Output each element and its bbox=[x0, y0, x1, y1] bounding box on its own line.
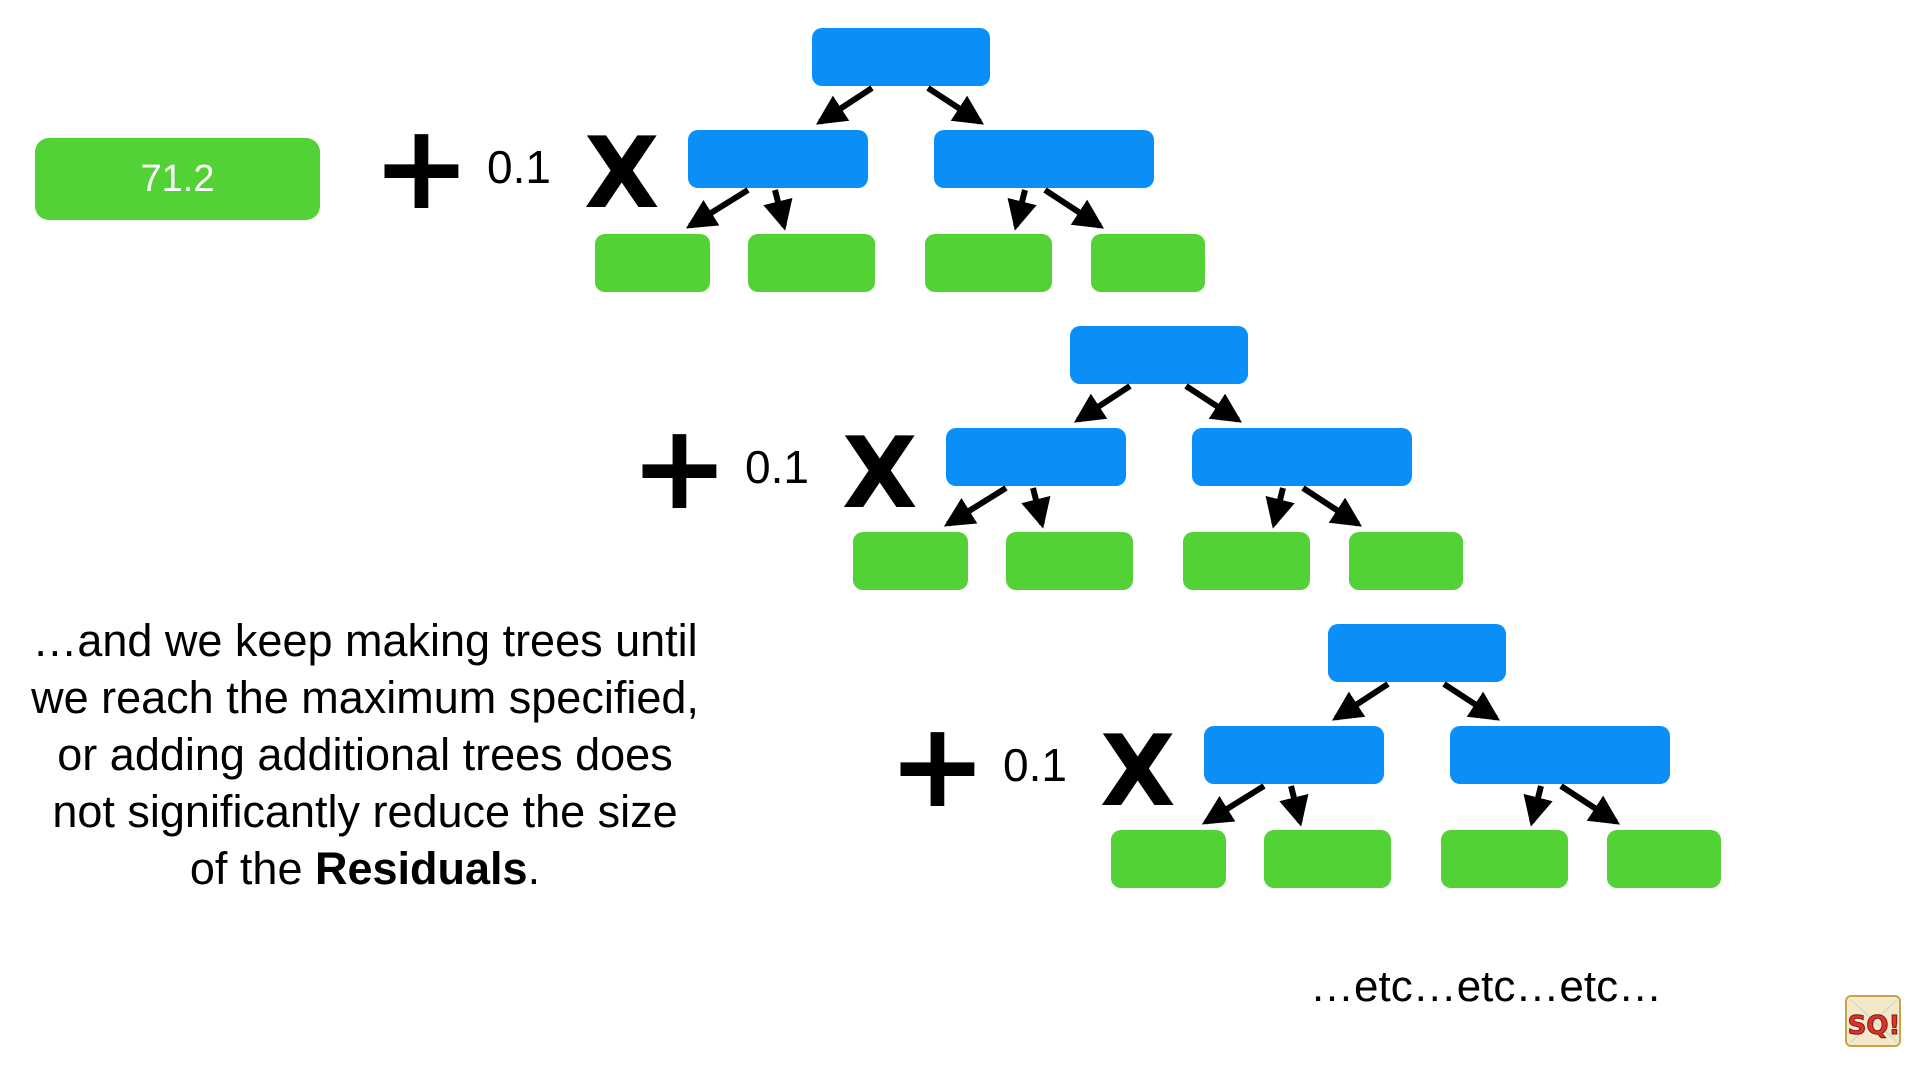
plus-sign-3: + bbox=[888, 696, 987, 834]
tree-2-leaf-3 bbox=[1183, 532, 1310, 590]
tree-3-leaf-2 bbox=[1264, 830, 1391, 888]
initial-prediction-box: 71.2 bbox=[35, 138, 320, 220]
tree-1-internal-node-2 bbox=[934, 130, 1154, 188]
multiply-sign-1: X bbox=[584, 117, 660, 231]
tree-1-arrow-root-left bbox=[815, 85, 874, 125]
caption-text: …and we keep making trees until we reach… bbox=[30, 612, 700, 897]
tree-2-root-node bbox=[1070, 326, 1248, 384]
tree-3-leaf-1 bbox=[1111, 830, 1226, 888]
tree-3-leaf-3 bbox=[1441, 830, 1568, 888]
learning-rate-3: 0.1 bbox=[1003, 739, 1067, 791]
tree-2-internal-node-2 bbox=[1192, 428, 1412, 486]
tree-2-internal-node-1 bbox=[946, 428, 1126, 486]
tree-3-arrow-root-right bbox=[1442, 681, 1501, 721]
tree-1-leaf-1 bbox=[595, 234, 710, 292]
statquest-logo-icon: SQ! bbox=[1845, 995, 1901, 1047]
plus-sign-2: + bbox=[630, 398, 729, 536]
caption-period: . bbox=[527, 843, 541, 894]
tree-2-leaf-4 bbox=[1349, 532, 1463, 590]
tree-3-root-node bbox=[1328, 624, 1506, 682]
learning-rate-1: 0.1 bbox=[487, 141, 551, 193]
plus-sign-1: + bbox=[372, 98, 471, 236]
tree-2-arrow-left-leaf-2 bbox=[1021, 487, 1051, 529]
tree-1-arrow-left-leaf-2 bbox=[763, 189, 793, 231]
logo-letters: SQ! bbox=[1848, 1011, 1901, 1041]
tree-2-arrow-right-leaf-2 bbox=[1301, 485, 1363, 527]
tree-2-arrow-left-leaf-1 bbox=[943, 485, 1008, 527]
tree-3-leaf-4 bbox=[1607, 830, 1721, 888]
tree-3-internal-node-1 bbox=[1204, 726, 1384, 784]
tree-3-arrow-right-leaf-2 bbox=[1559, 783, 1621, 825]
tree-1-leaf-4 bbox=[1091, 234, 1205, 292]
multiply-sign-2: X bbox=[842, 417, 918, 531]
tree-1-arrow-left-leaf-1 bbox=[685, 187, 750, 229]
caption-bold-word: Residuals bbox=[314, 843, 528, 894]
tree-2-leaf-2 bbox=[1006, 532, 1133, 590]
tree-3-arrow-left-leaf-2 bbox=[1279, 785, 1309, 827]
multiply-sign-3: X bbox=[1100, 715, 1176, 829]
learning-rate-2: 0.1 bbox=[745, 441, 809, 493]
tree-1-arrow-right-leaf-1 bbox=[1007, 189, 1037, 231]
tree-2-leaf-1 bbox=[853, 532, 968, 590]
tree-3-arrow-right-leaf-1 bbox=[1523, 785, 1553, 827]
etc-text: …etc…etc…etc… bbox=[1310, 962, 1663, 1011]
caption-body: …and we keep making trees until we reach… bbox=[31, 615, 699, 894]
tree-1-leaf-3 bbox=[925, 234, 1052, 292]
tree-2-arrow-root-left bbox=[1073, 383, 1132, 423]
tree-1-root-node bbox=[812, 28, 990, 86]
tree-1-arrow-root-right bbox=[926, 85, 985, 125]
tree-2-arrow-right-leaf-1 bbox=[1265, 487, 1295, 529]
initial-prediction-value: 71.2 bbox=[140, 157, 215, 200]
tree-1-internal-node-1 bbox=[688, 130, 868, 188]
tree-3-internal-node-2 bbox=[1450, 726, 1670, 784]
tree-1-leaf-2 bbox=[748, 234, 875, 292]
tree-2-arrow-root-right bbox=[1184, 383, 1243, 423]
tree-3-arrow-root-left bbox=[1331, 681, 1390, 721]
tree-1-arrow-right-leaf-2 bbox=[1043, 187, 1105, 229]
tree-3-arrow-left-leaf-1 bbox=[1201, 783, 1266, 825]
